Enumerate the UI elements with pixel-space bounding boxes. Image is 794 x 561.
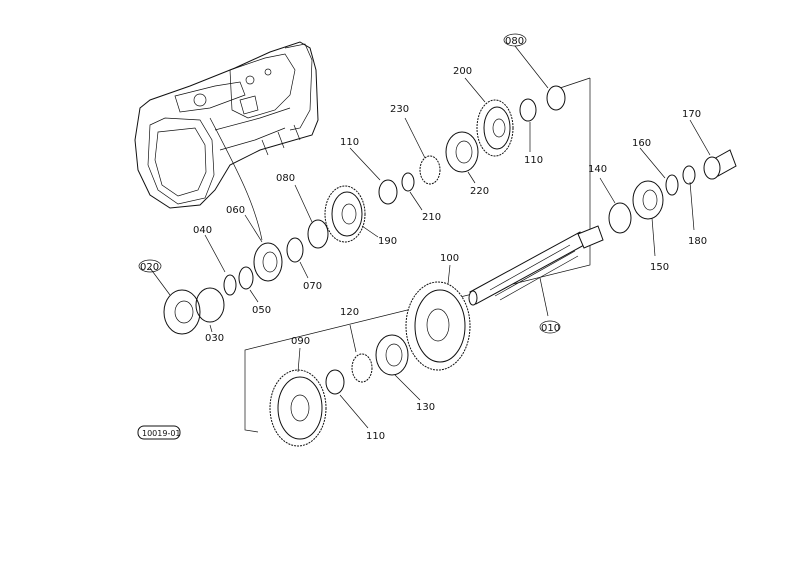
cover-020 xyxy=(163,289,201,335)
label-050: 050 xyxy=(252,305,271,316)
part-label-160: 160 xyxy=(632,138,651,149)
snap-ring-180 xyxy=(682,165,696,185)
part-label-070: 070 xyxy=(303,281,322,292)
part-label-150: 150 xyxy=(650,262,669,273)
part-label-230: 230 xyxy=(390,104,409,115)
label-010: 010 xyxy=(539,320,561,334)
bushing-110-top xyxy=(519,98,537,122)
label-110-mid: 110 xyxy=(340,137,359,148)
part-label-060: 060 xyxy=(226,205,245,216)
gear-090 xyxy=(269,369,327,447)
label-200: 200 xyxy=(453,66,472,77)
washer-080-left xyxy=(307,219,329,249)
shaft-assembly-outline xyxy=(244,77,591,433)
part-label-080-left: 080 xyxy=(276,173,295,184)
label-120: 120 xyxy=(340,307,359,318)
washer-050 xyxy=(238,266,254,290)
needle-bearing-230 xyxy=(419,155,441,185)
part-labels: 010 020 030 040 050 060 070 080 080 090 … xyxy=(138,33,707,442)
part-label-220: 220 xyxy=(470,186,489,197)
part-label-050: 050 xyxy=(252,305,271,316)
label-090: 090 xyxy=(291,336,310,347)
needle-bearing-120 xyxy=(351,353,373,383)
part-label-020: 020 xyxy=(140,262,159,273)
label-160: 160 xyxy=(632,138,651,149)
o-ring-030 xyxy=(195,287,225,323)
hub-220 xyxy=(445,131,479,173)
part-label-170: 170 xyxy=(682,109,701,120)
label-130: 130 xyxy=(416,402,435,413)
gear-200 xyxy=(476,99,514,157)
part-label-010: 010 xyxy=(541,323,560,334)
label-180: 180 xyxy=(688,236,707,247)
part-label-090: 090 xyxy=(291,336,310,347)
part-label-190: 190 xyxy=(378,236,397,247)
label-170: 170 xyxy=(682,109,701,120)
part-label-120: 120 xyxy=(340,307,359,318)
reference-code: 10019-01 xyxy=(142,429,181,438)
bushing-110-low xyxy=(325,369,345,395)
part-label-140: 140 xyxy=(588,164,607,175)
washer-080-top xyxy=(546,85,566,111)
washer-140 xyxy=(608,202,632,234)
part-label-080-top: 080 xyxy=(505,36,524,47)
label-190: 190 xyxy=(378,236,397,247)
gear-190 xyxy=(324,185,366,243)
snap-ring-040 xyxy=(223,274,237,296)
label-070: 070 xyxy=(303,281,322,292)
part-label-180: 180 xyxy=(688,236,707,247)
bearing-060 xyxy=(253,242,283,282)
label-080-top: 080 xyxy=(503,33,527,47)
transmission-housing xyxy=(134,41,319,241)
label-110-low: 110 xyxy=(366,431,385,442)
hub-130 xyxy=(375,334,409,376)
label-040: 040 xyxy=(193,225,212,236)
label-080-left: 080 xyxy=(276,173,295,184)
label-060: 060 xyxy=(226,205,245,216)
label-220: 220 xyxy=(470,186,489,197)
label-140: 140 xyxy=(588,164,607,175)
collar-070 xyxy=(286,237,304,263)
bushing-110-mid xyxy=(378,179,398,205)
label-230: 230 xyxy=(390,104,409,115)
sleeve-170 xyxy=(703,149,737,180)
reference-code-stamp: 10019-01 xyxy=(137,425,181,440)
label-030: 030 xyxy=(205,333,224,344)
label-100: 100 xyxy=(440,253,459,264)
label-110-top: 110 xyxy=(524,155,543,166)
main-shaft xyxy=(468,225,604,306)
part-label-210: 210 xyxy=(422,212,441,223)
part-label-110-top: 110 xyxy=(524,155,543,166)
part-label-110-low: 110 xyxy=(366,431,385,442)
part-label-040: 040 xyxy=(193,225,212,236)
bearing-150 xyxy=(632,180,664,220)
leader-lines xyxy=(149,45,711,429)
ring-210 xyxy=(401,172,415,192)
ring-160 xyxy=(665,174,679,196)
gear-100 xyxy=(405,281,471,371)
label-210: 210 xyxy=(422,212,441,223)
part-label-130: 130 xyxy=(416,402,435,413)
part-label-200: 200 xyxy=(453,66,472,77)
label-150: 150 xyxy=(650,262,669,273)
part-label-030: 030 xyxy=(205,333,224,344)
part-label-110-mid: 110 xyxy=(340,137,359,148)
label-020: 020 xyxy=(138,259,162,273)
part-label-100: 100 xyxy=(440,253,459,264)
